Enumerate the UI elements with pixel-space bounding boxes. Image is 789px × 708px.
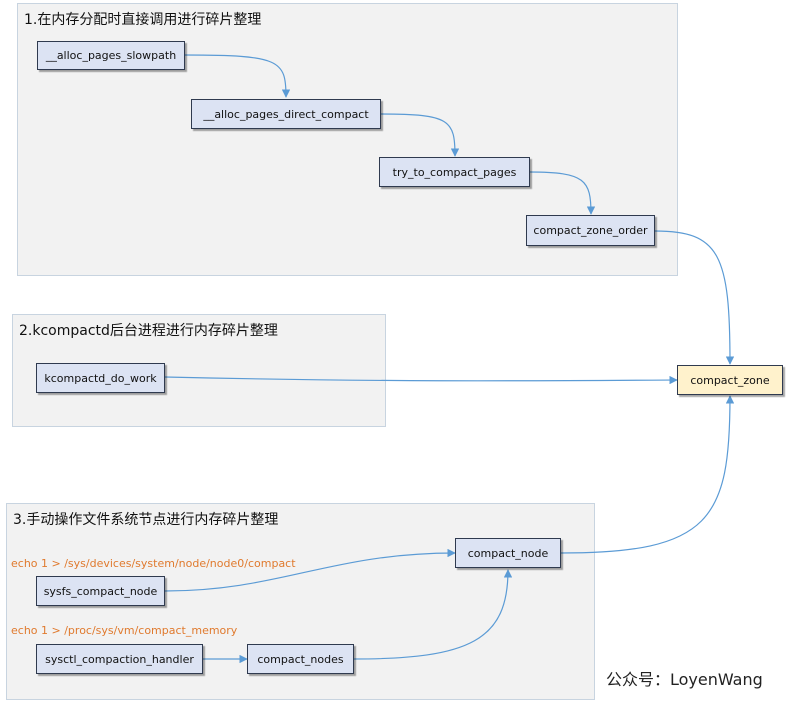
node-compact-nodes: compact_nodes: [247, 644, 354, 674]
command-proc-compact-memory: echo 1 > /proc/sys/vm/compact_memory: [11, 624, 238, 637]
node-label: compact_nodes: [257, 652, 344, 666]
node-label: sysctl_compaction_handler: [45, 652, 194, 666]
node-sysfs-compact-node: sysfs_compact_node: [36, 576, 165, 606]
node-label: __alloc_pages_slowpath: [45, 49, 177, 62]
group-title: 3.手动操作文件系统节点进行内存碎片整理: [13, 512, 279, 528]
node-sysctl-compaction-handler: sysctl_compaction_handler: [36, 644, 203, 674]
node-label: sysfs_compact_node: [43, 584, 158, 598]
node-compact-zone-order: compact_zone_order: [526, 215, 655, 246]
node-label: __alloc_pages_direct_compact: [203, 107, 369, 121]
node-label: try_to_compact_pages: [392, 165, 517, 179]
node-try-to-compact-pages: try_to_compact_pages: [379, 157, 530, 187]
node-label: compact_zone: [690, 373, 770, 387]
node-alloc-pages-direct-compact: __alloc_pages_direct_compact: [191, 99, 381, 129]
group-title: 2.kcompactd后台进程进行内存碎片整理: [19, 323, 278, 339]
watermark-text: 公众号：LoyenWang: [606, 670, 763, 689]
node-label: kcompactd_do_work: [44, 371, 157, 385]
group-title: 1.在内存分配时直接调用进行碎片整理: [24, 12, 262, 28]
node-label: compact_zone_order: [533, 224, 648, 237]
node-compact-node: compact_node: [455, 538, 561, 568]
command-sysfs-compact: echo 1 > /sys/devices/system/node/node0/…: [11, 557, 296, 570]
node-kcompactd-do-work: kcompactd_do_work: [36, 363, 165, 393]
node-compact-zone: compact_zone: [677, 365, 783, 395]
node-alloc-pages-slowpath: __alloc_pages_slowpath: [37, 41, 185, 70]
node-label: compact_node: [467, 546, 549, 560]
